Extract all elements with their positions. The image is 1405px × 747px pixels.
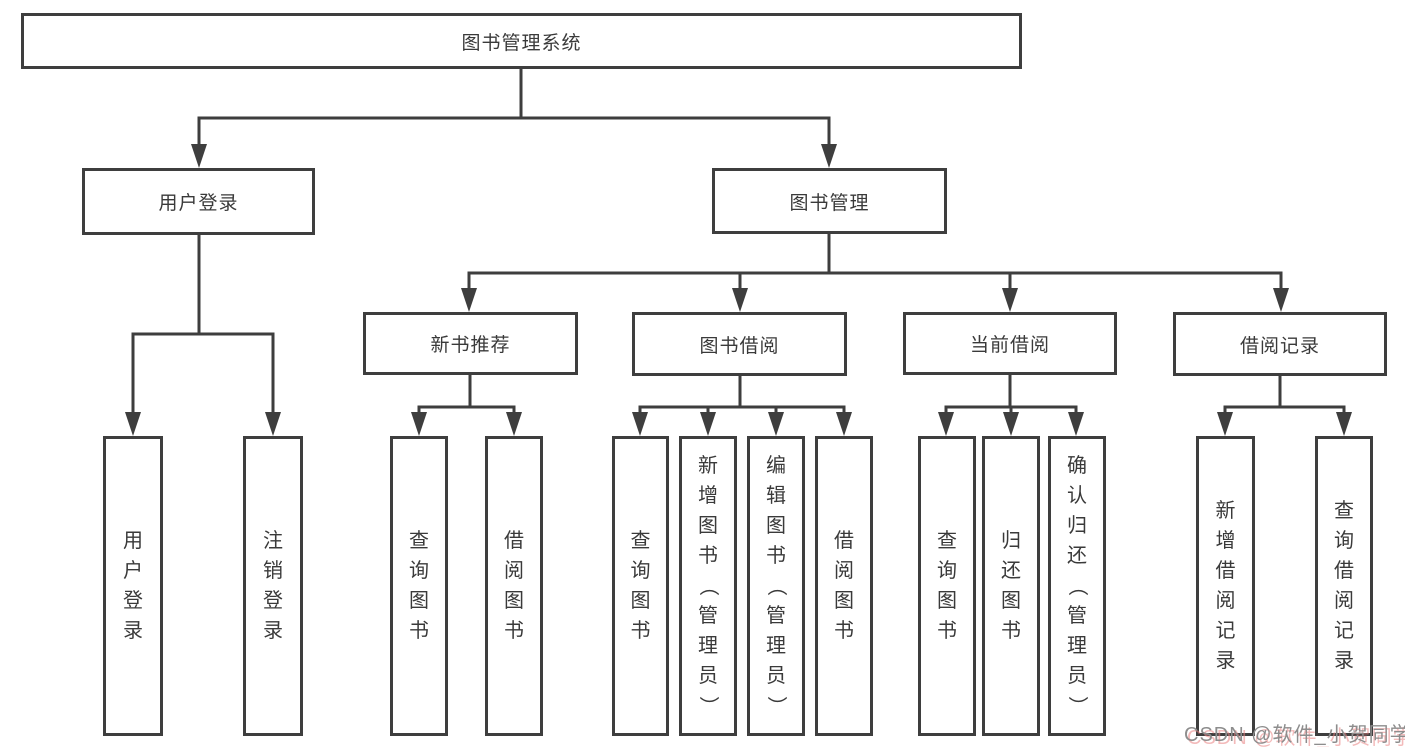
watermark: CSDN @软件_小贺同学	[1184, 724, 1405, 746]
node-new-book-recommend: 新书推荐	[363, 312, 578, 375]
leaf-nb-borrow-book: 借阅图书	[485, 436, 543, 736]
leaf-br-add-record: 新增借阅记录	[1196, 436, 1255, 736]
leaf-nb-query-book: 查询图书	[390, 436, 448, 736]
leaf-cb-query-book: 查询图书	[918, 436, 976, 736]
leaf-logout: 注销登录	[243, 436, 303, 736]
node-root: 图书管理系统	[21, 13, 1022, 69]
node-current-borrow: 当前借阅	[903, 312, 1117, 375]
node-book-management: 图书管理	[712, 168, 947, 234]
leaf-br-query-record: 查询借阅记录	[1315, 436, 1373, 736]
leaf-cb-confirm-return-admin: 确认归还（管理员）	[1048, 436, 1106, 736]
leaf-bb-add-book-admin: 新增图书（管理员）	[679, 436, 737, 736]
node-borrow-records: 借阅记录	[1173, 312, 1387, 376]
leaf-cb-return-book: 归还图书	[982, 436, 1040, 736]
leaf-bb-edit-book-admin: 编辑图书（管理员）	[747, 436, 805, 736]
node-book-borrow: 图书借阅	[632, 312, 847, 376]
leaf-bb-query-book: 查询图书	[612, 436, 669, 736]
node-user-login: 用户登录	[82, 168, 315, 235]
leaf-user-login: 用户登录	[103, 436, 163, 736]
leaf-bb-borrow-book: 借阅图书	[815, 436, 873, 736]
arrowheads	[125, 144, 1352, 436]
